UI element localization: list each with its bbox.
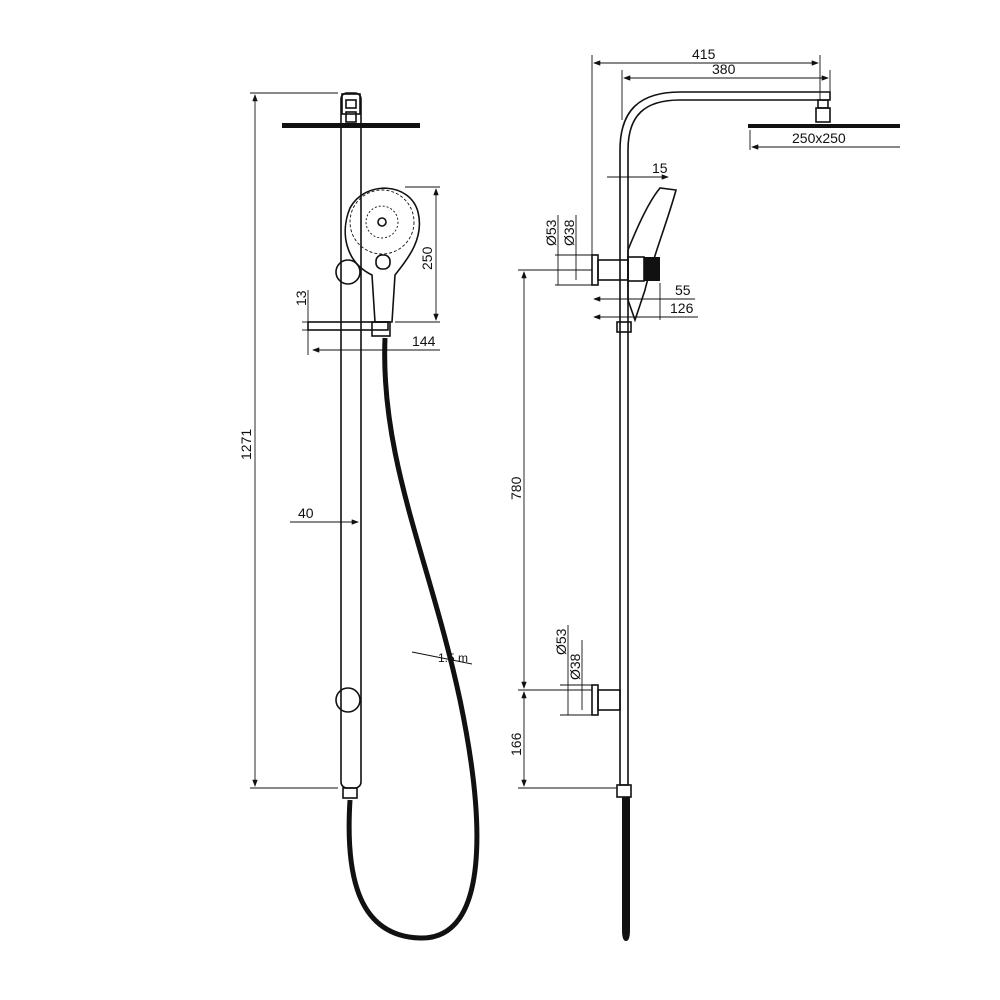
lower-flange	[591, 684, 599, 716]
riser-and-arm	[619, 91, 831, 786]
dim-780: 780	[508, 476, 524, 500]
dim-380: 380	[712, 61, 736, 77]
dim-55: 55	[675, 282, 691, 298]
dim-lower-d53: Ø53	[553, 628, 569, 655]
bracket	[644, 257, 660, 281]
dim-250: 250	[419, 246, 435, 270]
side-view: 415 380 250x250 15 Ø53 Ø38 55 126 780 Ø5…	[508, 46, 900, 941]
dim-lower-d38: Ø38	[567, 653, 583, 680]
hand-shower	[344, 187, 421, 323]
holder	[307, 321, 389, 331]
dim-144: 144	[412, 333, 436, 349]
dim-upper-d53: Ø53	[543, 219, 559, 246]
dim-13: 13	[293, 290, 309, 306]
dim-upper-d38: Ø38	[561, 219, 577, 246]
side-rain-head	[748, 124, 900, 128]
dim-40: 40	[298, 505, 314, 521]
arm-connector	[341, 93, 361, 115]
lower-knob	[335, 687, 361, 713]
dim-166: 166	[508, 732, 524, 756]
front-view: 1271 250 13 144 40 1.5 m	[238, 92, 480, 941]
side-hand-shower	[627, 187, 678, 323]
side-hose	[622, 797, 630, 941]
hose	[346, 337, 480, 941]
dim-126: 126	[670, 300, 694, 316]
rain-head	[282, 123, 420, 128]
diverter-knob	[335, 259, 361, 285]
upper-flange	[591, 254, 599, 286]
dim-250x250: 250x250	[792, 130, 846, 146]
dim-1271: 1271	[238, 429, 254, 460]
dim-15: 15	[652, 160, 668, 176]
dim-415: 415	[692, 46, 716, 62]
dim-hose-length: 1.5 m	[438, 651, 468, 665]
